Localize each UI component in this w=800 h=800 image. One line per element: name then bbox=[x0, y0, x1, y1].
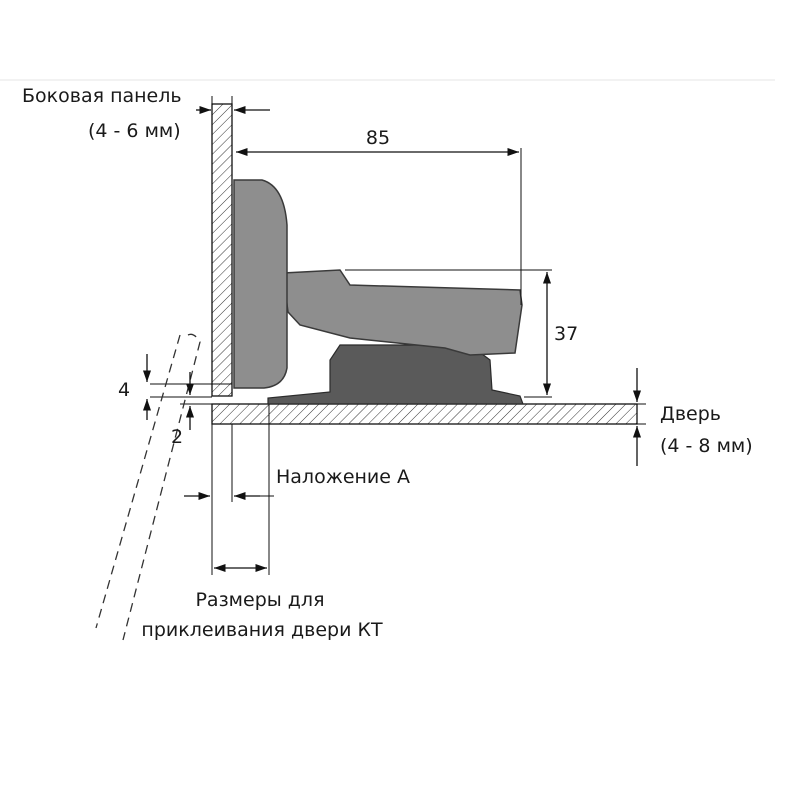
glue-dim bbox=[211, 424, 267, 575]
dim-2-label: 2 bbox=[171, 426, 183, 448]
door-label: Дверь bbox=[660, 403, 721, 425]
side-panel-thickness-label: (4 - 6 мм) bbox=[88, 120, 181, 142]
glue-label-line1: Размеры для bbox=[195, 589, 324, 611]
overlay-dim bbox=[184, 404, 274, 575]
dim-4-label: 4 bbox=[118, 379, 130, 401]
door-thickness-dim bbox=[632, 368, 646, 466]
hinge-cup bbox=[233, 179, 288, 389]
dim-4: 4 bbox=[118, 354, 152, 420]
dim-85: 85 bbox=[236, 127, 522, 305]
side-panel bbox=[211, 103, 233, 397]
hinge-arm bbox=[282, 269, 523, 356]
dim-37: 37 bbox=[345, 269, 578, 398]
hinge bbox=[233, 179, 524, 405]
dim-37-label: 37 bbox=[554, 323, 578, 345]
glue-label-line2: приклеивания двери КТ bbox=[141, 619, 383, 641]
dim-2: 2 bbox=[171, 372, 195, 448]
dim-85-label: 85 bbox=[366, 127, 390, 149]
side-panel-thickness-dim bbox=[196, 96, 270, 115]
door-dashed-outline bbox=[95, 333, 201, 641]
door-panel bbox=[211, 403, 638, 425]
side-panel-label: Боковая панель bbox=[22, 85, 182, 107]
overlay-label: Наложение А bbox=[276, 466, 410, 488]
door-thickness-label: (4 - 8 мм) bbox=[660, 435, 753, 457]
